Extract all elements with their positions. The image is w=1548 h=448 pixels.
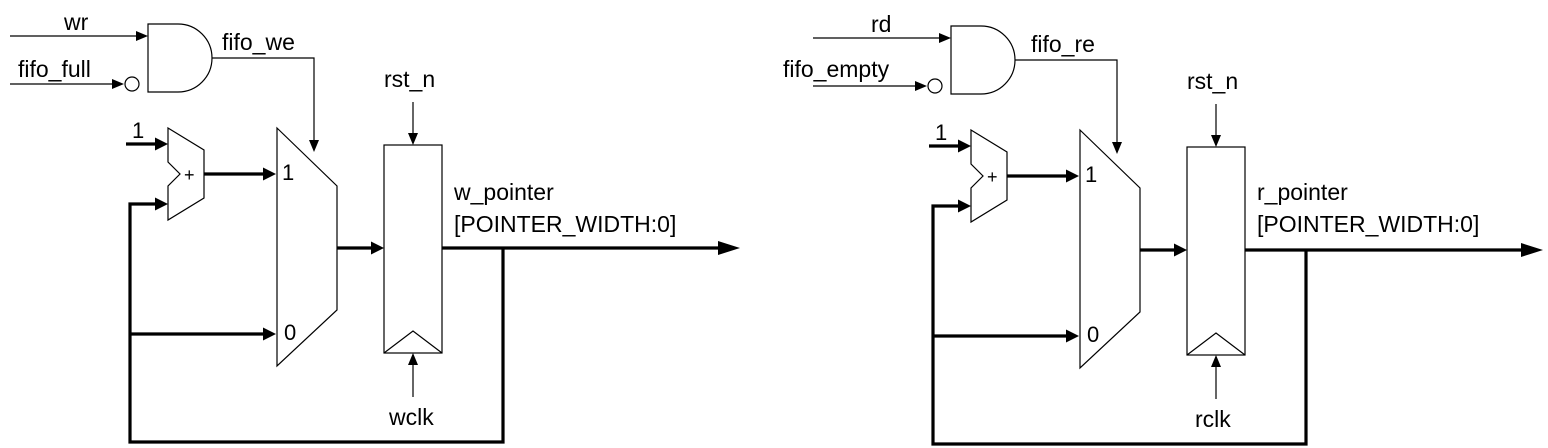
write-mux-in1-label: 1 — [282, 160, 294, 185]
write-rst-n-label: rst_n — [384, 66, 435, 92]
write-pointer-circuit: wr fifo_full fifo_we rst_n 1 + 1 0 w_poi… — [8, 9, 742, 444]
read-rst-n-label: rst_n — [1187, 68, 1238, 94]
read-mux-in0-label: 0 — [1087, 322, 1099, 347]
write-adder-plus: + — [184, 165, 195, 185]
fifo-full-label: fifo_full — [18, 56, 91, 82]
read-pointer-circuit: rd fifo_empty fifo_re rst_n 1 + 1 0 r_po… — [783, 11, 1545, 446]
rd-label: rd — [871, 11, 891, 37]
fifo-we-label: fifo_we — [222, 29, 295, 55]
r-pointer-width-label: [POINTER_WIDTH:0] — [1257, 211, 1479, 237]
read-adder-plus: + — [987, 167, 998, 187]
write-mux-in0-label: 0 — [284, 320, 296, 345]
write-const-one-label: 1 — [132, 118, 144, 143]
rclk-label: rclk — [1195, 406, 1231, 432]
read-const-one-label: 1 — [935, 120, 947, 145]
fifo-re-label: fifo_re — [1031, 31, 1095, 57]
w-pointer-label: w_pointer — [453, 179, 554, 205]
read-mux-in1-label: 1 — [1085, 162, 1097, 187]
wclk-label: wclk — [388, 404, 434, 430]
w-pointer-width-label: [POINTER_WIDTH:0] — [454, 211, 676, 237]
wr-label: wr — [63, 9, 89, 35]
fifo-empty-label: fifo_empty — [783, 56, 890, 82]
r-pointer-label: r_pointer — [1257, 179, 1348, 205]
